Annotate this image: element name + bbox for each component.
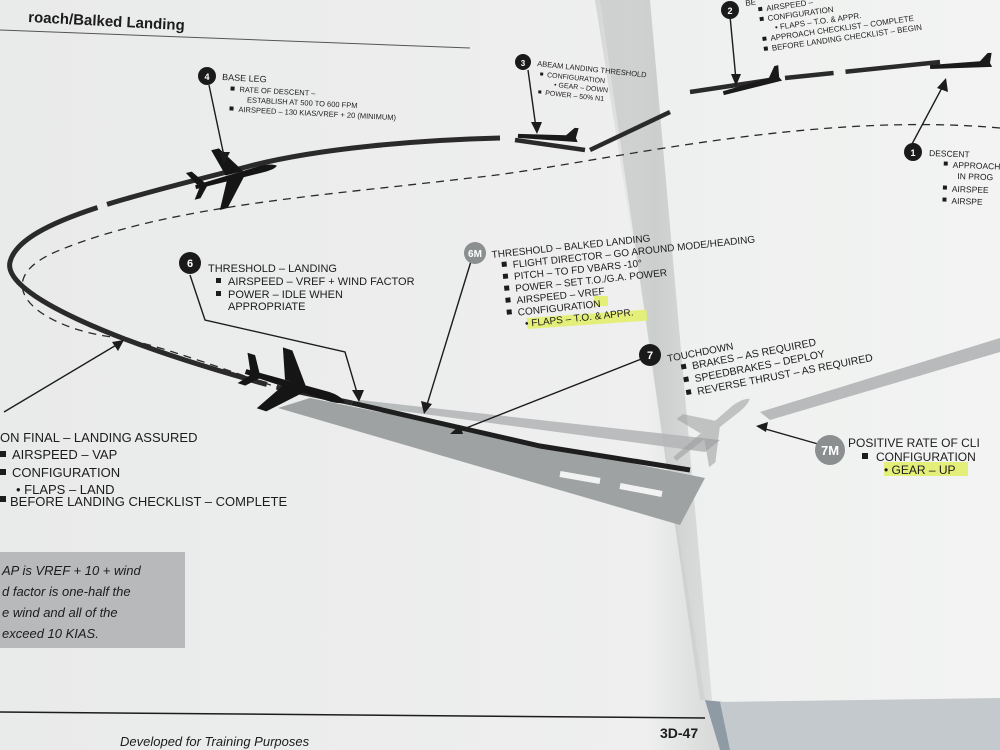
callout-arrows [3, 15, 945, 445]
note-line: e wind and all of the [2, 605, 118, 620]
bullet-square [680, 363, 687, 370]
bullet-square [862, 453, 868, 459]
step-badge-4-label: 4 [204, 72, 209, 82]
bullet-square [216, 278, 221, 283]
footer-text: Developed for Training Purposes [120, 734, 310, 749]
step-badge-6 [179, 252, 201, 274]
step-1-item: APPROACH [953, 160, 1000, 172]
bullet-square [502, 273, 509, 279]
bullet-square [0, 451, 6, 457]
arrowheads [112, 74, 948, 434]
footer-rule [0, 711, 706, 719]
step-1-item: IN PROG [957, 171, 993, 182]
bullet-square [942, 185, 947, 190]
highlight-gear-up [884, 462, 968, 476]
bullet-square [942, 197, 947, 202]
step-7m-item: • GEAR – UP [884, 463, 956, 477]
climbout-band-right [760, 338, 1000, 420]
bullet-square [506, 309, 512, 315]
bullet-square [0, 496, 6, 502]
step-badge-3 [515, 54, 531, 70]
bullet-square [501, 261, 507, 268]
step-badge-2 [721, 1, 739, 19]
bullet-square [685, 389, 692, 396]
runway [278, 398, 705, 525]
note-box [0, 552, 185, 648]
page-edge [720, 698, 1000, 750]
step-1-heading: DESCENT [929, 148, 970, 159]
step-5-item: BEFORE LANDING CHECKLIST – COMPLETE [10, 494, 287, 509]
bullet-square [943, 161, 948, 166]
note-line: AP is VREF + 10 + wind [1, 563, 142, 578]
bullet-square [230, 86, 235, 91]
bullet-square [0, 469, 6, 475]
note-line: exceed 10 KIAS. [2, 626, 99, 641]
step-badge-2-label: 2 [727, 6, 732, 16]
step-4-heading: BASE LEG [222, 72, 267, 84]
step-5-item: AIRSPEED – VAP [12, 447, 117, 462]
step-badge-6m-label: 6M [468, 249, 482, 260]
bullet-square [505, 297, 511, 303]
page-number: 3D-47 [660, 725, 698, 741]
balked-climbout-band [350, 400, 720, 452]
step-1-block: DESCENT APPROACH IN PROG AIRSPEE AIRSPE [929, 148, 1000, 207]
bullet-square [683, 376, 690, 383]
aircraft-icon [517, 127, 579, 143]
step-5-heading: ON FINAL – LANDING ASSURED [0, 430, 197, 445]
step-badge-4 [198, 67, 216, 85]
bullet-square [538, 90, 542, 94]
step-6-item: POWER – IDLE WHEN [228, 289, 343, 301]
title-rule [0, 29, 471, 49]
bullet-square [216, 291, 221, 296]
bullet-square [540, 72, 544, 76]
bullet-square [762, 36, 767, 41]
step-badge-7-label: 7 [647, 350, 653, 362]
step-badge-7m [815, 435, 845, 465]
step-7m-item: CONFIGURATION [876, 450, 976, 464]
step-6-item: AIRSPEED – VREF + WIND FACTOR [228, 276, 415, 288]
bullet-square [229, 106, 234, 111]
bullet-square [503, 285, 510, 291]
aircraft-icon [673, 398, 750, 468]
step-7m-block: POSITIVE RATE OF CLI CONFIGURATION • GEA… [848, 436, 980, 477]
highlight-vref [594, 296, 608, 306]
step-badge-3-label: 3 [521, 59, 526, 68]
step-6-heading: THRESHOLD – LANDING [208, 263, 337, 275]
step-badge-1-label: 1 [910, 148, 915, 158]
step-badge-7 [639, 344, 661, 366]
dashed-pattern [21, 123, 1000, 396]
note-line: d factor is one-half the [2, 584, 131, 599]
step-1-item: AIRSPEE [952, 184, 990, 195]
step-badge-1 [904, 143, 922, 161]
step-1-item: AIRSPE [951, 196, 983, 207]
aircraft-icon [722, 65, 783, 96]
landing-pattern-path [7, 59, 941, 473]
bullet-square [759, 16, 764, 22]
step-5-item: • FLAPS – LAND [16, 482, 114, 497]
aircraft-icon [185, 148, 277, 210]
aircraft-icon [237, 347, 345, 412]
bullet-square [763, 46, 769, 51]
bullet-square [758, 6, 763, 12]
aircraft-icon [930, 52, 993, 70]
step-6-block: THRESHOLD – LANDING AIRSPEED – VREF + WI… [208, 263, 415, 313]
note-box-text: AP is VREF + 10 + wind d factor is one-h… [1, 563, 142, 641]
runway-marking [559, 471, 601, 484]
step-5-item: CONFIGURATION [12, 465, 120, 480]
highlight-flaps [526, 309, 648, 329]
step-badge-6m [464, 242, 486, 264]
step-5-block: ON FINAL – LANDING ASSURED AIRSPEED – VA… [0, 430, 287, 509]
step-2-heading: BE [745, 0, 757, 8]
step-6-item: APPROPRIATE [228, 301, 305, 313]
step-badge-7m-label: 7M [821, 443, 839, 458]
step-badge-6-label: 6 [187, 258, 193, 270]
step-4-item: RATE OF DESCENT – [239, 85, 316, 98]
runway-marking [619, 483, 663, 497]
step-7m-heading: POSITIVE RATE OF CLI [848, 436, 980, 450]
